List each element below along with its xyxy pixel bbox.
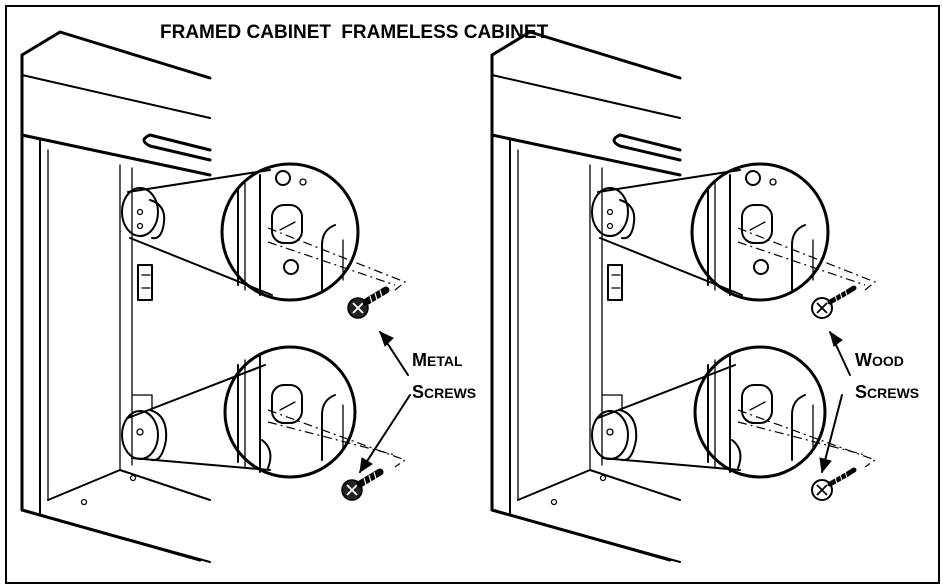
title-framed: FRAMED CABINET — [160, 22, 331, 43]
wood-screws-label-line2: SCREWS — [855, 382, 919, 402]
title-frameless: FRAMELESS CABINET — [341, 22, 548, 43]
metal-screws-label-line2: SCREWS — [412, 382, 476, 402]
arrow-to-lower-screw-icon — [359, 394, 411, 473]
metal-screw-upper-icon — [348, 290, 386, 318]
wood-screws-label: WOOD — [855, 350, 904, 370]
wood-screw-lower-icon — [812, 470, 854, 500]
framed-cabinet-illustration: METAL SCREWS — [20, 30, 476, 564]
metal-screws-label: METAL — [412, 350, 463, 370]
frameless-cabinet-illustration: WOOD SCREWS — [490, 30, 919, 564]
diagram-title: FRAMED CABINET FRAMELESS CABINET — [160, 22, 549, 43]
wood-screw-upper-icon — [812, 288, 854, 318]
metal-screw-lower-icon — [342, 472, 380, 500]
outer-border — [5, 5, 940, 584]
